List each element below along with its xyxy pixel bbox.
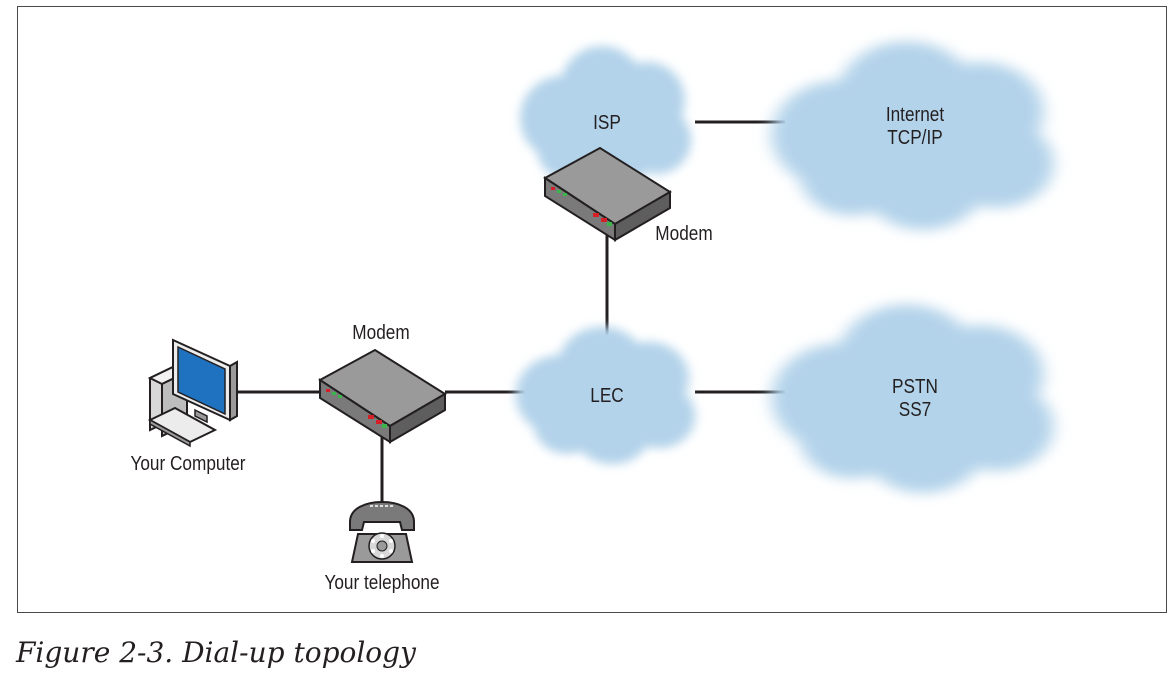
links bbox=[230, 120, 785, 502]
telephone-icon bbox=[349, 500, 415, 563]
modem-icon bbox=[543, 146, 672, 242]
internet-label-line2: TCP/IP bbox=[887, 127, 943, 149]
internet-label-line1: Internet bbox=[885, 104, 945, 126]
lec-label: LEC bbox=[590, 385, 624, 407]
figure-caption: Figure 2-3. Dial-up topology bbox=[16, 636, 416, 669]
isp-modem-label: Modem bbox=[655, 223, 713, 245]
internet-label: Internet TCP/IP bbox=[868, 104, 963, 150]
pstn-label-line1: PSTN bbox=[892, 376, 938, 398]
user-modem-label: Modem bbox=[352, 322, 410, 344]
modem-icon bbox=[318, 348, 447, 444]
network-diagram bbox=[147, 41, 1054, 563]
computer-label: Your Computer bbox=[130, 453, 246, 475]
isp-label: ISP bbox=[593, 112, 621, 134]
pstn-label: PSTN SS7 bbox=[868, 376, 963, 422]
telephone-label: Your telephone bbox=[324, 572, 440, 594]
pstn-label-line2: SS7 bbox=[898, 399, 932, 421]
computer-icon bbox=[147, 338, 238, 448]
